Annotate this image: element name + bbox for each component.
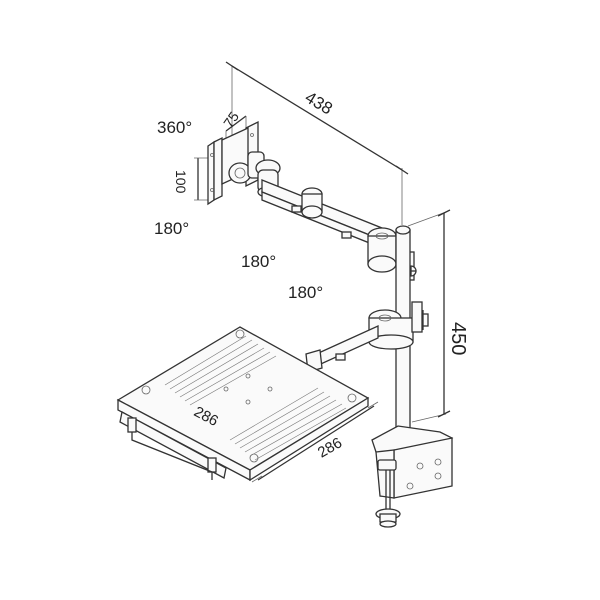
desk-clamp: [371, 425, 454, 528]
pole-height-label: 450: [447, 322, 469, 355]
tray-vent-pattern: [164, 335, 347, 461]
lower-joint-rotation-label: 180°: [288, 283, 323, 302]
tilt-rotation-label: 180°: [154, 219, 189, 238]
swivel-rotation-label: 360°: [157, 118, 192, 137]
vesa-width-label: 75: [220, 108, 242, 130]
lower-arm: [305, 324, 379, 373]
tray-width-label: 286: [315, 434, 345, 461]
vesa-height-dimension: 100: [173, 157, 212, 201]
vesa-height-label: 100: [173, 170, 189, 194]
pole-height-dimension: 450: [407, 209, 469, 423]
reach-label: 438: [302, 88, 336, 119]
laptop-tray: [116, 326, 370, 482]
upper-joint-rotation-label: 180°: [241, 252, 276, 271]
